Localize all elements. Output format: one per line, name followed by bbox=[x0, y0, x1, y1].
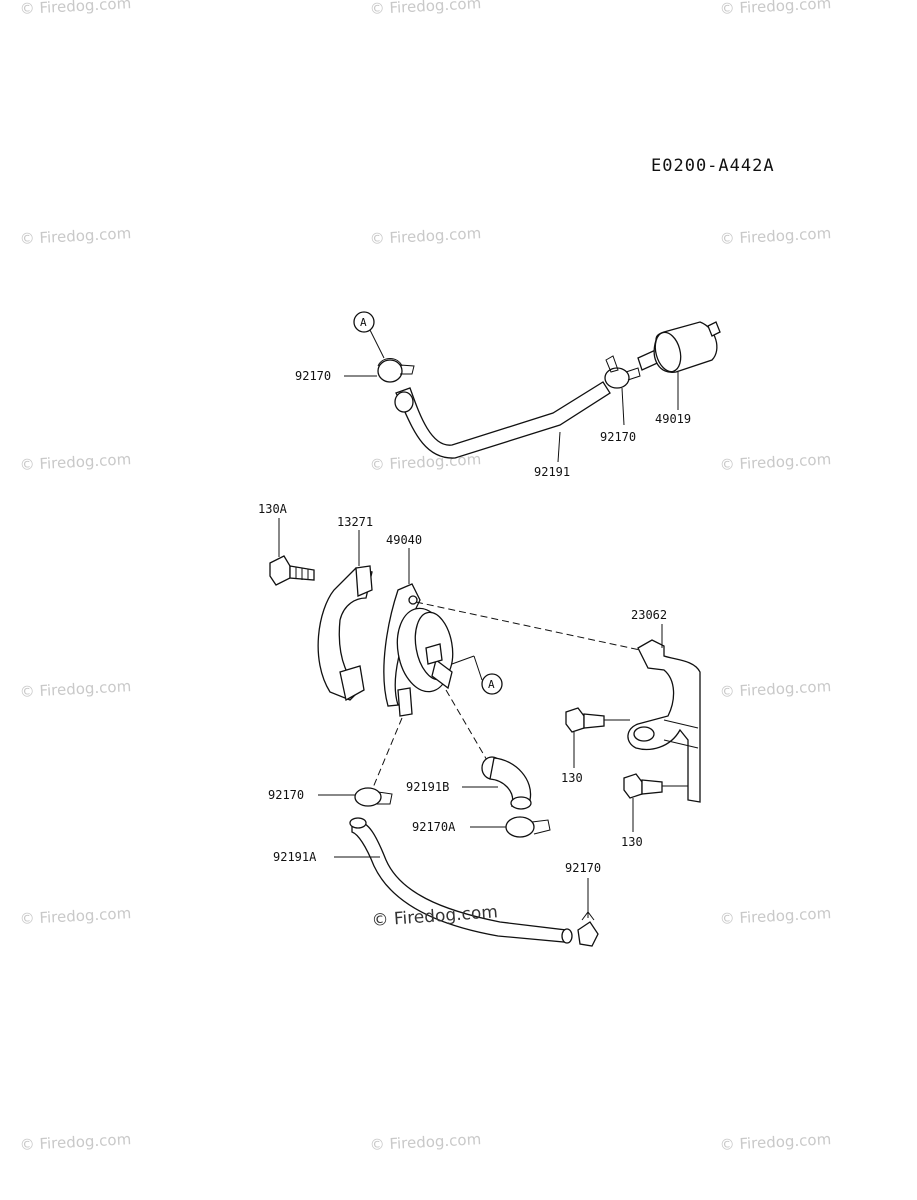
label-130-lower: 130 bbox=[621, 835, 643, 849]
leader-92170-top-right bbox=[621, 387, 625, 426]
bolt-130a bbox=[269, 555, 315, 586]
label-92170-bottom: 92170 bbox=[565, 861, 601, 875]
label-92170-top-left: 92170 bbox=[295, 369, 331, 383]
label-49040: 49040 bbox=[386, 533, 422, 547]
fuel-filter-49019 bbox=[637, 321, 721, 373]
watermark: © Firedog.com bbox=[19, 677, 131, 701]
hose-92191a bbox=[349, 817, 573, 944]
clamp-92170-bottom bbox=[577, 911, 599, 947]
assembly-line-92191b bbox=[445, 689, 489, 763]
bracket-23062 bbox=[627, 639, 701, 803]
watermark: © Firedog.com bbox=[719, 0, 831, 18]
clamp-92170-top-right bbox=[604, 355, 641, 389]
assembly-line-bracket bbox=[415, 601, 641, 651]
label-92191a: 92191A bbox=[273, 850, 317, 864]
bolt-130-upper bbox=[565, 707, 630, 733]
label-92170-top-right: 92170 bbox=[600, 430, 636, 444]
watermark: © Firedog.com bbox=[719, 450, 831, 474]
label-92191: 92191 bbox=[534, 465, 570, 479]
watermark: © Firedog.com bbox=[369, 0, 481, 18]
callout-a-label: A bbox=[488, 678, 495, 691]
watermark: © Firedog.com bbox=[369, 1130, 481, 1154]
label-23062: 23062 bbox=[631, 608, 667, 622]
watermark: © Firedog.com bbox=[719, 904, 831, 928]
assembly-line-lower-hose bbox=[371, 717, 403, 791]
label-92191b: 92191B bbox=[406, 780, 449, 794]
watermark: © Firedog.com bbox=[19, 904, 131, 928]
callout-a-top: A bbox=[353, 311, 385, 359]
watermark: © Firedog.com bbox=[19, 0, 131, 18]
label-49019: 49019 bbox=[655, 412, 691, 426]
diagram-code: E0200-A442A bbox=[651, 156, 775, 176]
callout-a-label: A bbox=[360, 316, 367, 329]
clamp-92170a bbox=[505, 816, 551, 838]
watermark: © Firedog.com bbox=[719, 677, 831, 701]
label-130-upper: 130 bbox=[561, 771, 583, 785]
hose-92191b bbox=[481, 756, 532, 810]
leader-92191 bbox=[557, 431, 561, 463]
hose-92191-end bbox=[394, 391, 414, 413]
watermark: © Firedog.com bbox=[719, 224, 831, 248]
watermark: © Firedog.com bbox=[369, 224, 481, 248]
label-92170-mid: 92170 bbox=[268, 788, 304, 802]
label-13271: 13271 bbox=[337, 515, 373, 529]
clamp-92170-mid bbox=[354, 787, 393, 807]
label-92170a: 92170A bbox=[412, 820, 456, 834]
label-130a: 130A bbox=[258, 502, 288, 516]
clamp-92170-top-left bbox=[377, 358, 415, 383]
callout-a-mid: A bbox=[451, 655, 503, 695]
watermark: © Firedog.com bbox=[719, 1130, 831, 1154]
hose-92191 bbox=[395, 381, 611, 459]
watermark: © Firedog.com bbox=[19, 224, 131, 248]
watermark: © Firedog.com bbox=[19, 1130, 131, 1154]
fuel-pump-49040 bbox=[383, 583, 454, 717]
bolt-130-lower bbox=[623, 773, 688, 799]
watermark: © Firedog.com bbox=[19, 450, 131, 474]
strap-13271 bbox=[317, 565, 373, 701]
